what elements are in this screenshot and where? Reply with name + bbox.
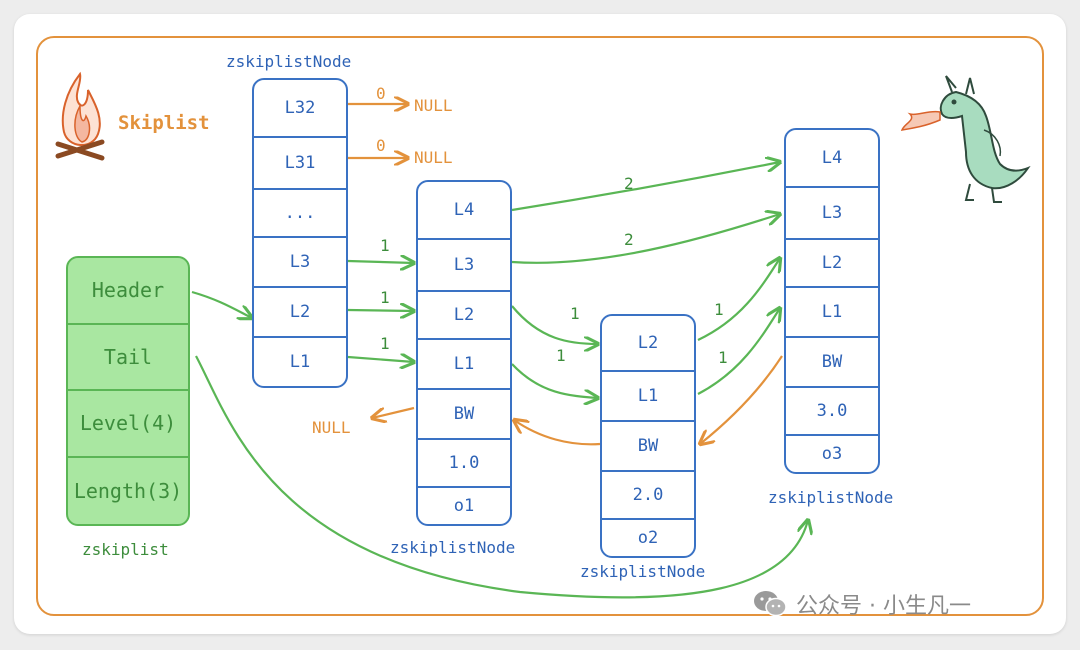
node1-level-l2: L2	[418, 292, 510, 340]
header-node-label: zskiplistNode	[226, 52, 352, 71]
node3-level-l1: L1	[786, 288, 878, 338]
node2-level-l2: L2	[602, 316, 694, 372]
node3-level-l2: L2	[786, 240, 878, 288]
span-node2-l2: 1	[714, 300, 724, 319]
diagram-frame	[36, 36, 1044, 616]
zskiplist-length-field: Length(3)	[73, 478, 183, 503]
span-l31: 0	[376, 136, 386, 155]
node2-label: zskiplistNode	[580, 562, 706, 581]
arrow-tail	[195, 355, 808, 599]
header-level-l2: L2	[254, 288, 346, 338]
campfire-icon	[55, 71, 105, 161]
zskiplist-header-field: Header	[68, 258, 188, 325]
node2-level-l1: L1	[602, 372, 694, 422]
node3-backward: BW	[786, 338, 878, 388]
node3-level-l4: L4	[786, 130, 878, 188]
header-node: L32 L31 ... L3 L2 L1	[252, 78, 348, 388]
header-level-l1: L1	[289, 352, 311, 372]
null-label-backward: NULL	[312, 418, 351, 437]
span-node1-l3: 2	[624, 230, 634, 249]
arrow-header	[191, 290, 252, 318]
arrow-h-l1	[347, 357, 414, 362]
node1-backward: BW	[418, 390, 510, 440]
node3-score: 3.0	[786, 388, 878, 436]
node3-level-l3: L3	[786, 188, 878, 240]
arrow-h-l2	[347, 310, 414, 311]
header-level-l31: L31	[254, 138, 346, 190]
header-level-l32: L32	[254, 80, 346, 138]
arrow-n2-l1	[697, 308, 780, 395]
node1-level-l1: L1	[418, 340, 510, 390]
arrow-n1-l1	[511, 363, 598, 398]
zskiplist-level-field: Level(4)	[68, 391, 188, 458]
node1-level-l3: L3	[418, 240, 510, 292]
arrow-h-l3	[347, 261, 414, 263]
span-node2-l1: 1	[718, 348, 728, 367]
span-node1-l2: 1	[570, 304, 580, 323]
node3-obj: o3	[821, 444, 843, 464]
watermark: 公众号 · 小生凡一	[752, 588, 971, 620]
null-label-l31: NULL	[414, 148, 453, 167]
node3-label: zskiplistNode	[768, 488, 894, 507]
arrow-n1-l2	[511, 305, 598, 344]
arrow-n2-bw	[514, 420, 601, 446]
zskiplist-struct: Header Tail Level(4) Length(3)	[66, 256, 190, 526]
header-level-ellipsis: ...	[254, 190, 346, 238]
dragon-icon	[900, 75, 1031, 203]
arrow-n1-l3	[511, 214, 780, 264]
span-node1-l1: 1	[556, 346, 566, 365]
skiplist-node-3: L4 L3 L2 L1 BW 3.0 o3	[784, 128, 880, 474]
arrow-n3-bw	[700, 355, 783, 444]
node1-score: 1.0	[418, 440, 510, 488]
watermark-text: 公众号 · 小生凡一	[796, 594, 971, 619]
span-header-l3: 1	[380, 236, 390, 255]
header-level-l3: L3	[254, 238, 346, 288]
skiplist-node-2: L2 L1 BW 2.0 o2	[600, 314, 696, 558]
zskiplist-tail-field: Tail	[68, 325, 188, 391]
node1-obj: o1	[453, 496, 475, 516]
diagram-title: Skiplist	[118, 112, 210, 134]
skiplist-node-1: L4 L3 L2 L1 BW 1.0 o1	[416, 180, 512, 526]
node2-backward: BW	[602, 422, 694, 472]
arrow-n1-bw-null	[372, 406, 415, 418]
node1-label: zskiplistNode	[390, 538, 516, 557]
node1-level-l4: L4	[418, 182, 510, 240]
span-header-l1: 1	[380, 334, 390, 353]
span-node1-l4: 2	[624, 174, 634, 193]
node2-obj: o2	[637, 528, 659, 548]
zskiplist-label: zskiplist	[82, 540, 169, 559]
span-l32: 0	[376, 84, 386, 103]
arrow-n2-l2	[697, 258, 780, 341]
wechat-icon	[754, 591, 787, 617]
node2-score: 2.0	[602, 472, 694, 520]
span-header-l2: 1	[380, 288, 390, 307]
arrow-n1-l4	[511, 162, 780, 212]
null-label-l32: NULL	[414, 96, 453, 115]
